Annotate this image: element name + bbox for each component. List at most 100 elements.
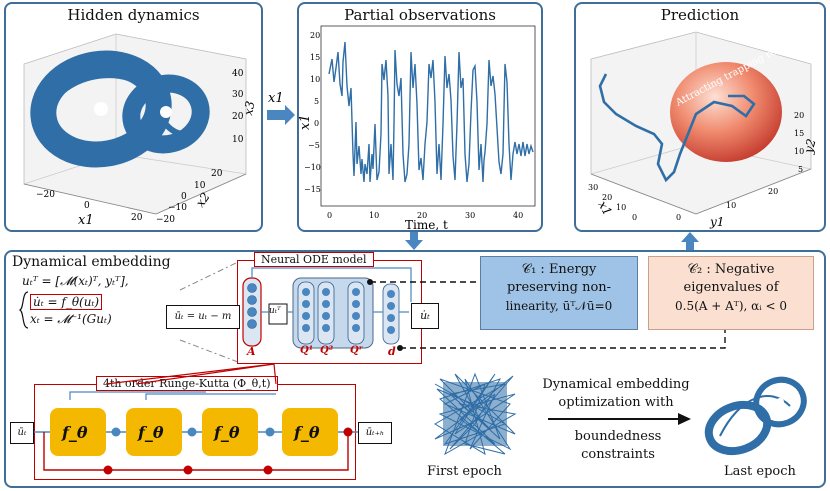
pred-ytick-10: 10 — [794, 147, 804, 156]
hidden-dynamics-title: Hidden dynamics — [67, 6, 200, 24]
rk-output-label: ūₜ₊ₕ — [365, 427, 385, 438]
hidden-ztick-2: 30 — [232, 90, 244, 100]
ytick-15: 15 — [310, 53, 320, 62]
pred-dtick-30: 30 — [588, 183, 598, 192]
embedding-eq1: uₜᵀ = [𝓜(xₜ)ᵀ, yₜᵀ], — [22, 274, 129, 288]
last-epoch-attractor — [704, 376, 807, 456]
ytick-5: 5 — [314, 97, 319, 106]
embedding-title: Dynamical embedding — [12, 254, 171, 270]
prediction-trajectory — [598, 73, 756, 183]
udot-box: u̇ₜ — [411, 303, 439, 329]
embedding-eq2-row: u̇ₜ = f_θ(uₜ) — [30, 294, 103, 310]
prediction-plot: Attracting trapping region 20 15 10 5 30… — [588, 31, 819, 229]
hidden-xtick-0: −20 — [36, 190, 55, 200]
pred-ytick-20: 20 — [794, 111, 804, 120]
pred-dtick-0: 0 — [632, 213, 637, 222]
xtick-30: 30 — [465, 211, 475, 220]
opt-line4: constraints — [581, 447, 655, 462]
timeseries-xlabel: Time, t — [405, 218, 448, 230]
ytick-m15: −15 — [304, 185, 321, 194]
ftheta-block-3 — [202, 408, 258, 456]
brace-icon — [18, 291, 29, 329]
hidden-xtick-1: 0 — [84, 201, 90, 211]
arrow-right-icon — [267, 105, 295, 125]
pred-x1-label: x1 — [595, 199, 614, 218]
prediction-panel: Prediction Attracting trapping region 20… — [574, 2, 826, 232]
last-epoch-label: Last epoch — [724, 464, 796, 479]
pred-ytick-5: 5 — [798, 165, 803, 174]
ubar-equation-box: ūₜ = uₜ − m — [166, 305, 240, 329]
attractor-hole-left — [94, 102, 108, 116]
arrow-up-icon — [681, 232, 699, 250]
c1-title: 𝒞₁ : Energy — [521, 262, 597, 277]
hidden-ytick-4: −20 — [156, 215, 175, 225]
ftheta-label-4: f_θ — [294, 423, 320, 442]
xtick-10: 10 — [369, 211, 379, 220]
x1-timeseries-line — [328, 41, 534, 183]
rk-output-box: ūₜ₊ₕ — [358, 422, 392, 444]
ut-label: uₜᵀ — [269, 306, 281, 316]
arrow-down-icon — [405, 232, 423, 250]
c1-line2: preserving non- — [506, 280, 612, 295]
xtick-40: 40 — [513, 211, 523, 220]
trapping-region-sphere — [670, 62, 782, 162]
optimization-text: Dynamical embedding optimization with — [527, 376, 705, 412]
pred-dtick-10: 10 — [616, 203, 626, 212]
constraints-text: boundedness constraints — [545, 428, 691, 464]
hidden-ytick-2: 0 — [181, 192, 187, 202]
pred-y1tick-20: 20 — [768, 187, 778, 196]
pred-ytick-15: 15 — [794, 129, 804, 138]
zoom-guide-lines — [179, 261, 239, 363]
constraint-links — [367, 279, 726, 351]
ftheta-block-1 — [50, 408, 106, 456]
ftheta-block-4 — [282, 408, 338, 456]
hidden-ztick-3: 40 — [232, 69, 244, 79]
opt-line3: boundedness — [574, 429, 662, 444]
hidden-xtick-2: 20 — [131, 213, 143, 223]
udot-label: u̇ₜ — [420, 309, 430, 322]
partial-observations-panel: Partial observations 20 15 10 5 0 −5 −10… — [297, 2, 543, 232]
first-epoch-scribble — [434, 372, 517, 456]
c2-title: 𝒞₂ : Negative — [687, 262, 775, 277]
ftheta-label-2: f_θ — [138, 423, 164, 442]
ftheta-label-1: f_θ — [62, 423, 88, 442]
rk-input-label: ūₜ — [17, 427, 27, 438]
optimization-arrow-icon — [548, 413, 691, 425]
neural-ode-title: Neural ODE model — [254, 252, 374, 267]
hidden-ztick-0: 10 — [232, 135, 244, 145]
opt-line1: Dynamical embedding — [542, 377, 690, 392]
ubar-equation: ūₜ = uₜ − m — [174, 311, 232, 322]
xtick-0: 0 — [327, 211, 332, 220]
ftheta-label-3: f_θ — [214, 423, 240, 442]
c2-line3: 0.5(A + Aᵀ), αᵢ < 0 — [675, 299, 787, 313]
ytick-m5: −5 — [308, 141, 320, 150]
opt-line2: optimization with — [558, 395, 674, 410]
xtick-20: 20 — [417, 211, 427, 220]
constraint-c1-box: 𝒞₁ : Energy preserving non- linearity, ū… — [480, 256, 638, 330]
pred-y1tick-10: 10 — [726, 201, 736, 210]
constraint-c2-box: 𝒞₂ : Negative eigenvalues of 0.5(A + Aᵀ)… — [648, 256, 814, 330]
Q1-label: Q¹ — [300, 345, 314, 356]
pred-y1tick-0: 0 — [676, 213, 681, 222]
hidden-ytick-1: 10 — [194, 181, 206, 191]
pred-dtick-20: 20 — [602, 193, 612, 202]
hidden-dynamics-panel: Hidden dynamics −20 0 20 20 10 0 −10 −20… — [4, 2, 263, 232]
hidden-ztick-1: 20 — [232, 112, 244, 122]
ytick-20: 20 — [310, 31, 320, 40]
ytick-10: 10 — [310, 75, 320, 84]
pred-y2-label: y2 — [801, 137, 819, 156]
Qr-label: Qʳ — [350, 345, 363, 356]
hidden-ylabel: x2 — [193, 190, 213, 210]
lorenz-attractor — [30, 50, 210, 168]
first-epoch-label: First epoch — [427, 464, 502, 479]
hidden-xlabel: x1 — [78, 213, 94, 228]
hidden-ytick-3: −10 — [168, 203, 187, 213]
attractor-hole-right — [160, 106, 172, 118]
neural-ode-network — [242, 267, 412, 349]
embedding-eq2: u̇ₜ = f_θ(uₜ) — [30, 294, 103, 310]
ytick-m10: −10 — [304, 163, 321, 172]
hidden-zlabel: x3 — [241, 100, 257, 117]
hidden-ytick-0: 20 — [211, 169, 223, 179]
ftheta-block-2 — [126, 408, 182, 456]
observation-arrow-label: x1 — [268, 91, 284, 106]
